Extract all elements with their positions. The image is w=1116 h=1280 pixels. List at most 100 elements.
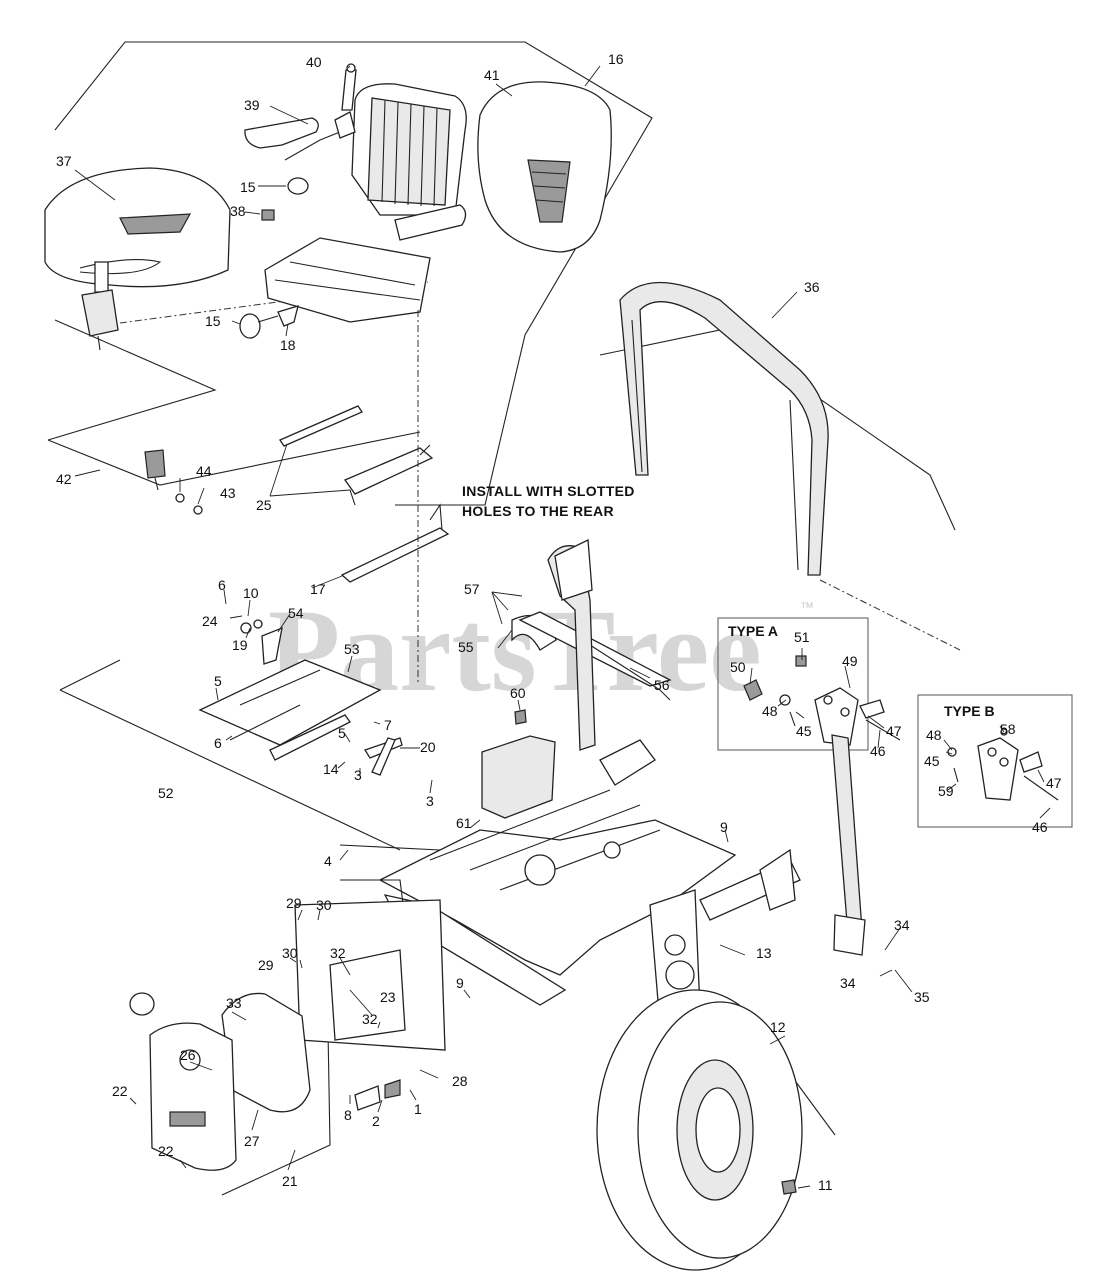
callout-54: 54 bbox=[288, 605, 304, 621]
callout-47-b: 47 bbox=[1046, 775, 1062, 791]
callout-53: 53 bbox=[344, 641, 360, 657]
callout-46-b: 46 bbox=[1032, 819, 1048, 835]
callout-5-lower: 5 bbox=[338, 725, 346, 741]
callout-56: 56 bbox=[654, 677, 670, 693]
leader-lines bbox=[74, 65, 1051, 1189]
callout-45-a: 45 bbox=[796, 723, 812, 739]
callout-18: 18 bbox=[280, 337, 296, 353]
callout-37: 37 bbox=[56, 153, 72, 169]
callout-10: 10 bbox=[243, 585, 259, 601]
callout-20: 20 bbox=[420, 739, 436, 755]
callout-50: 50 bbox=[730, 659, 746, 675]
callout-57: 57 bbox=[464, 581, 480, 597]
bumper-icon bbox=[514, 709, 527, 725]
bolt-icon bbox=[193, 505, 203, 515]
callout-11: 11 bbox=[818, 1177, 833, 1193]
mount-group-outline bbox=[59, 659, 401, 851]
washer-icon bbox=[175, 493, 185, 503]
install-note-line2: HOLES TO THE REAR bbox=[462, 503, 614, 519]
callout-60: 60 bbox=[510, 685, 526, 701]
latch-icon bbox=[240, 619, 283, 665]
callout-9-left: 9 bbox=[456, 975, 464, 991]
callout-15-lower: 15 bbox=[205, 313, 221, 329]
callout-41: 41 bbox=[484, 67, 500, 83]
callout-36: 36 bbox=[804, 279, 820, 295]
install-note-line1: INSTALL WITH SLOTTED bbox=[462, 483, 635, 499]
type-b-box bbox=[917, 694, 1073, 828]
callout-1: 1 bbox=[414, 1101, 422, 1117]
callout-7: 7 bbox=[384, 717, 392, 733]
callout-28: 28 bbox=[452, 1073, 468, 1089]
callout-19: 19 bbox=[232, 637, 248, 653]
type-b-hinge-icon bbox=[947, 728, 1059, 801]
callout-29-top: 29 bbox=[286, 895, 302, 911]
callout-17: 17 bbox=[310, 581, 326, 597]
rops-group-outline bbox=[599, 329, 956, 531]
seatbelt-group-outline-2 bbox=[47, 431, 421, 486]
callout-33: 33 bbox=[226, 995, 242, 1011]
callout-14: 14 bbox=[323, 761, 339, 777]
chassis-frame-icon bbox=[378, 735, 801, 1026]
fuel-cap-icon bbox=[129, 992, 155, 1016]
callout-52: 52 bbox=[158, 785, 174, 801]
callout-5-top: 5 bbox=[214, 673, 222, 689]
callout-2: 2 bbox=[372, 1113, 380, 1129]
seat-back-cover-icon bbox=[477, 81, 612, 253]
callout-9-right: 9 bbox=[720, 819, 728, 835]
callout-6-lower: 6 bbox=[214, 735, 222, 751]
callout-44: 44 bbox=[196, 463, 212, 479]
seat-mount-bracket-icon bbox=[198, 659, 382, 761]
callout-13: 13 bbox=[756, 945, 772, 961]
rod-icon bbox=[339, 844, 441, 851]
callout-51: 51 bbox=[794, 629, 810, 645]
seat-slide-icon bbox=[279, 405, 434, 506]
seatbelt-group-outline bbox=[47, 319, 217, 441]
callout-4: 4 bbox=[324, 853, 332, 869]
note-leader bbox=[429, 503, 443, 531]
type-a-label: TYPE A bbox=[728, 623, 778, 639]
switch-icon bbox=[261, 209, 275, 221]
seat-belt-buckle-icon bbox=[144, 449, 166, 491]
callout-34-top: 34 bbox=[894, 917, 910, 933]
callout-8: 8 bbox=[344, 1107, 352, 1123]
callout-23: 23 bbox=[380, 989, 396, 1005]
armrest-icon bbox=[244, 117, 341, 161]
callout-47-a: 47 bbox=[886, 723, 902, 739]
callout-22-lower: 22 bbox=[158, 1143, 174, 1159]
strap-icon bbox=[354, 1085, 381, 1111]
callout-30-lower: 30 bbox=[282, 945, 298, 961]
type-a-box bbox=[717, 617, 869, 751]
seat-cushion-icon bbox=[44, 167, 231, 288]
callout-61: 61 bbox=[456, 815, 472, 831]
callout-16: 16 bbox=[608, 51, 624, 67]
callout-43: 43 bbox=[220, 485, 236, 501]
rops-mount-plate-icon bbox=[833, 914, 866, 956]
callout-29-lower: 29 bbox=[258, 957, 274, 973]
callout-45-b: 45 bbox=[924, 753, 940, 769]
hairpin-rod-icon bbox=[511, 611, 672, 701]
seat-belt-retractor-icon bbox=[81, 261, 119, 351]
callout-12: 12 bbox=[770, 1019, 786, 1035]
callout-24: 24 bbox=[202, 613, 218, 629]
callout-25: 25 bbox=[256, 497, 272, 513]
callout-22-top: 22 bbox=[112, 1083, 128, 1099]
callout-32-top: 32 bbox=[330, 945, 346, 961]
knob-icon bbox=[287, 177, 309, 195]
callout-48-a: 48 bbox=[762, 703, 778, 719]
callout-27: 27 bbox=[244, 1133, 260, 1149]
callout-48-b: 48 bbox=[926, 727, 942, 743]
callout-34-lower: 34 bbox=[840, 975, 856, 991]
fuel-tank-icon bbox=[149, 992, 311, 1171]
callout-46-a: 46 bbox=[870, 743, 886, 759]
callout-15-top: 15 bbox=[240, 179, 256, 195]
rops-dash-line bbox=[819, 579, 961, 651]
lug-nut-icon bbox=[781, 1179, 797, 1195]
callout-26: 26 bbox=[180, 1047, 196, 1063]
mounting-panel-icon bbox=[294, 899, 446, 1051]
clip-icon bbox=[384, 1079, 401, 1099]
tire-icon bbox=[596, 989, 803, 1271]
callout-30-top: 30 bbox=[316, 897, 332, 913]
rops-lower-right-icon bbox=[831, 734, 863, 936]
callout-59: 59 bbox=[938, 783, 954, 799]
callout-39: 39 bbox=[244, 97, 260, 113]
